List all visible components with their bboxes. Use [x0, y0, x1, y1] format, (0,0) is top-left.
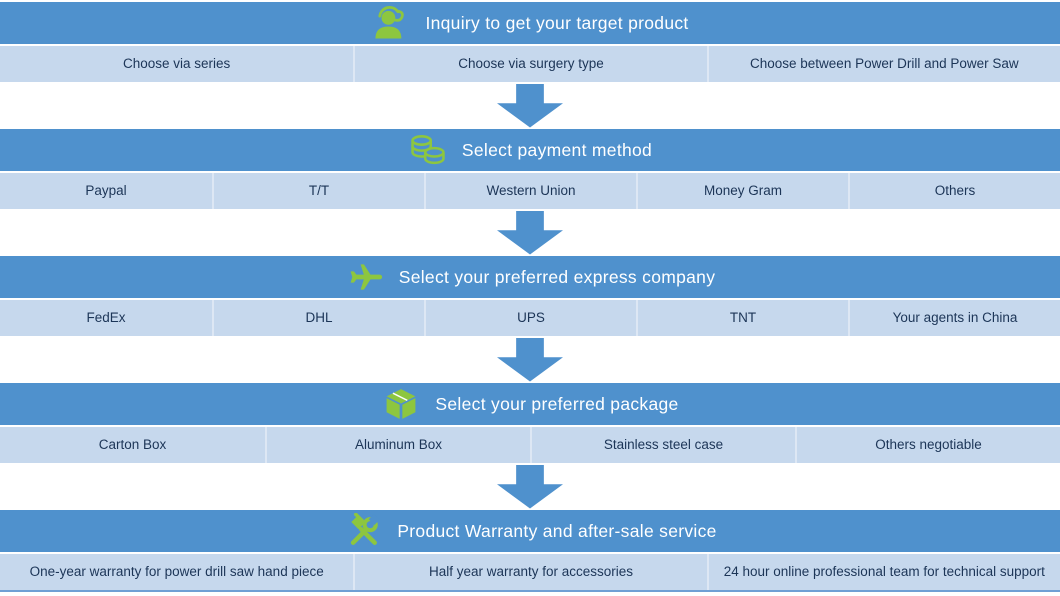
- airplane-icon: [345, 258, 385, 296]
- option-cell: FedEx: [86, 310, 126, 326]
- step-options-warranty: One-year warranty for power drill saw ha…: [0, 554, 1060, 590]
- support-agent-icon: [371, 4, 411, 42]
- option-cell: T/T: [212, 173, 424, 209]
- option-cell: UPS: [424, 300, 636, 336]
- option-cell: Aluminum Box: [265, 427, 530, 463]
- step-options-package: Carton Box Aluminum Box Stainless steel …: [0, 427, 1060, 463]
- down-arrow-icon: [497, 464, 563, 509]
- option-cell: Money Gram: [636, 173, 848, 209]
- step-inquiry: Inquiry to get your target product Choos…: [0, 2, 1060, 82]
- step-title: Select payment method: [461, 139, 653, 160]
- option-cell: DHL: [212, 300, 424, 336]
- option-cell: Western Union: [424, 173, 636, 209]
- option-cell: 24 hour online professional team for tec…: [706, 554, 1060, 590]
- option-cell: Paypal: [85, 183, 127, 199]
- step-header-warranty: Product Warranty and after-sale service: [0, 510, 1060, 552]
- step-title: Product Warranty and after-sale service: [397, 520, 717, 541]
- down-arrow-icon: [497, 83, 563, 128]
- option-cell: Carton Box: [98, 437, 167, 453]
- option-cell: Others: [848, 173, 1060, 209]
- option-cell: Your agents in China: [848, 300, 1060, 336]
- step-header-package: Select your preferred package: [0, 383, 1060, 425]
- coins-icon: [408, 131, 448, 169]
- step-express: Select your preferred express company Fe…: [0, 256, 1060, 336]
- step-options-payment: Paypal T/T Western Union Money Gram Othe…: [0, 173, 1060, 209]
- step-title: Select your preferred package: [435, 393, 679, 414]
- step-package: Select your preferred package Carton Box…: [0, 383, 1060, 463]
- step-header-payment: Select payment method: [0, 129, 1060, 171]
- arrow-gap: [0, 82, 1060, 129]
- bottom-border-line: [0, 590, 1060, 592]
- option-cell: Half year warranty for accessories: [353, 554, 706, 590]
- step-header-inquiry: Inquiry to get your target product: [0, 2, 1060, 44]
- down-arrow-icon: [497, 210, 563, 255]
- option-cell: Stainless steel case: [530, 427, 795, 463]
- step-header-express: Select your preferred express company: [0, 256, 1060, 298]
- step-warranty: Product Warranty and after-sale service …: [0, 510, 1060, 590]
- option-cell: Others negotiable: [795, 427, 1060, 463]
- option-cell: Choose via surgery type: [353, 46, 706, 82]
- tools-icon: [343, 512, 383, 550]
- down-arrow-icon: [497, 337, 563, 382]
- step-options-express: FedEx DHL UPS TNT Your agents in China: [0, 300, 1060, 336]
- step-title: Select your preferred express company: [398, 266, 716, 287]
- option-cell: TNT: [636, 300, 848, 336]
- option-cell: One-year warranty for power drill saw ha…: [29, 564, 324, 580]
- option-cell: Choose via series: [123, 56, 231, 72]
- arrow-gap: [0, 463, 1060, 510]
- step-options-inquiry: Choose via series Choose via surgery typ…: [0, 46, 1060, 82]
- arrow-gap: [0, 209, 1060, 256]
- package-box-icon: [381, 385, 421, 423]
- step-payment: Select payment method Paypal T/T Western…: [0, 129, 1060, 209]
- step-title: Inquiry to get your target product: [425, 12, 689, 33]
- arrow-gap: [0, 336, 1060, 383]
- option-cell: Choose between Power Drill and Power Saw: [706, 46, 1060, 82]
